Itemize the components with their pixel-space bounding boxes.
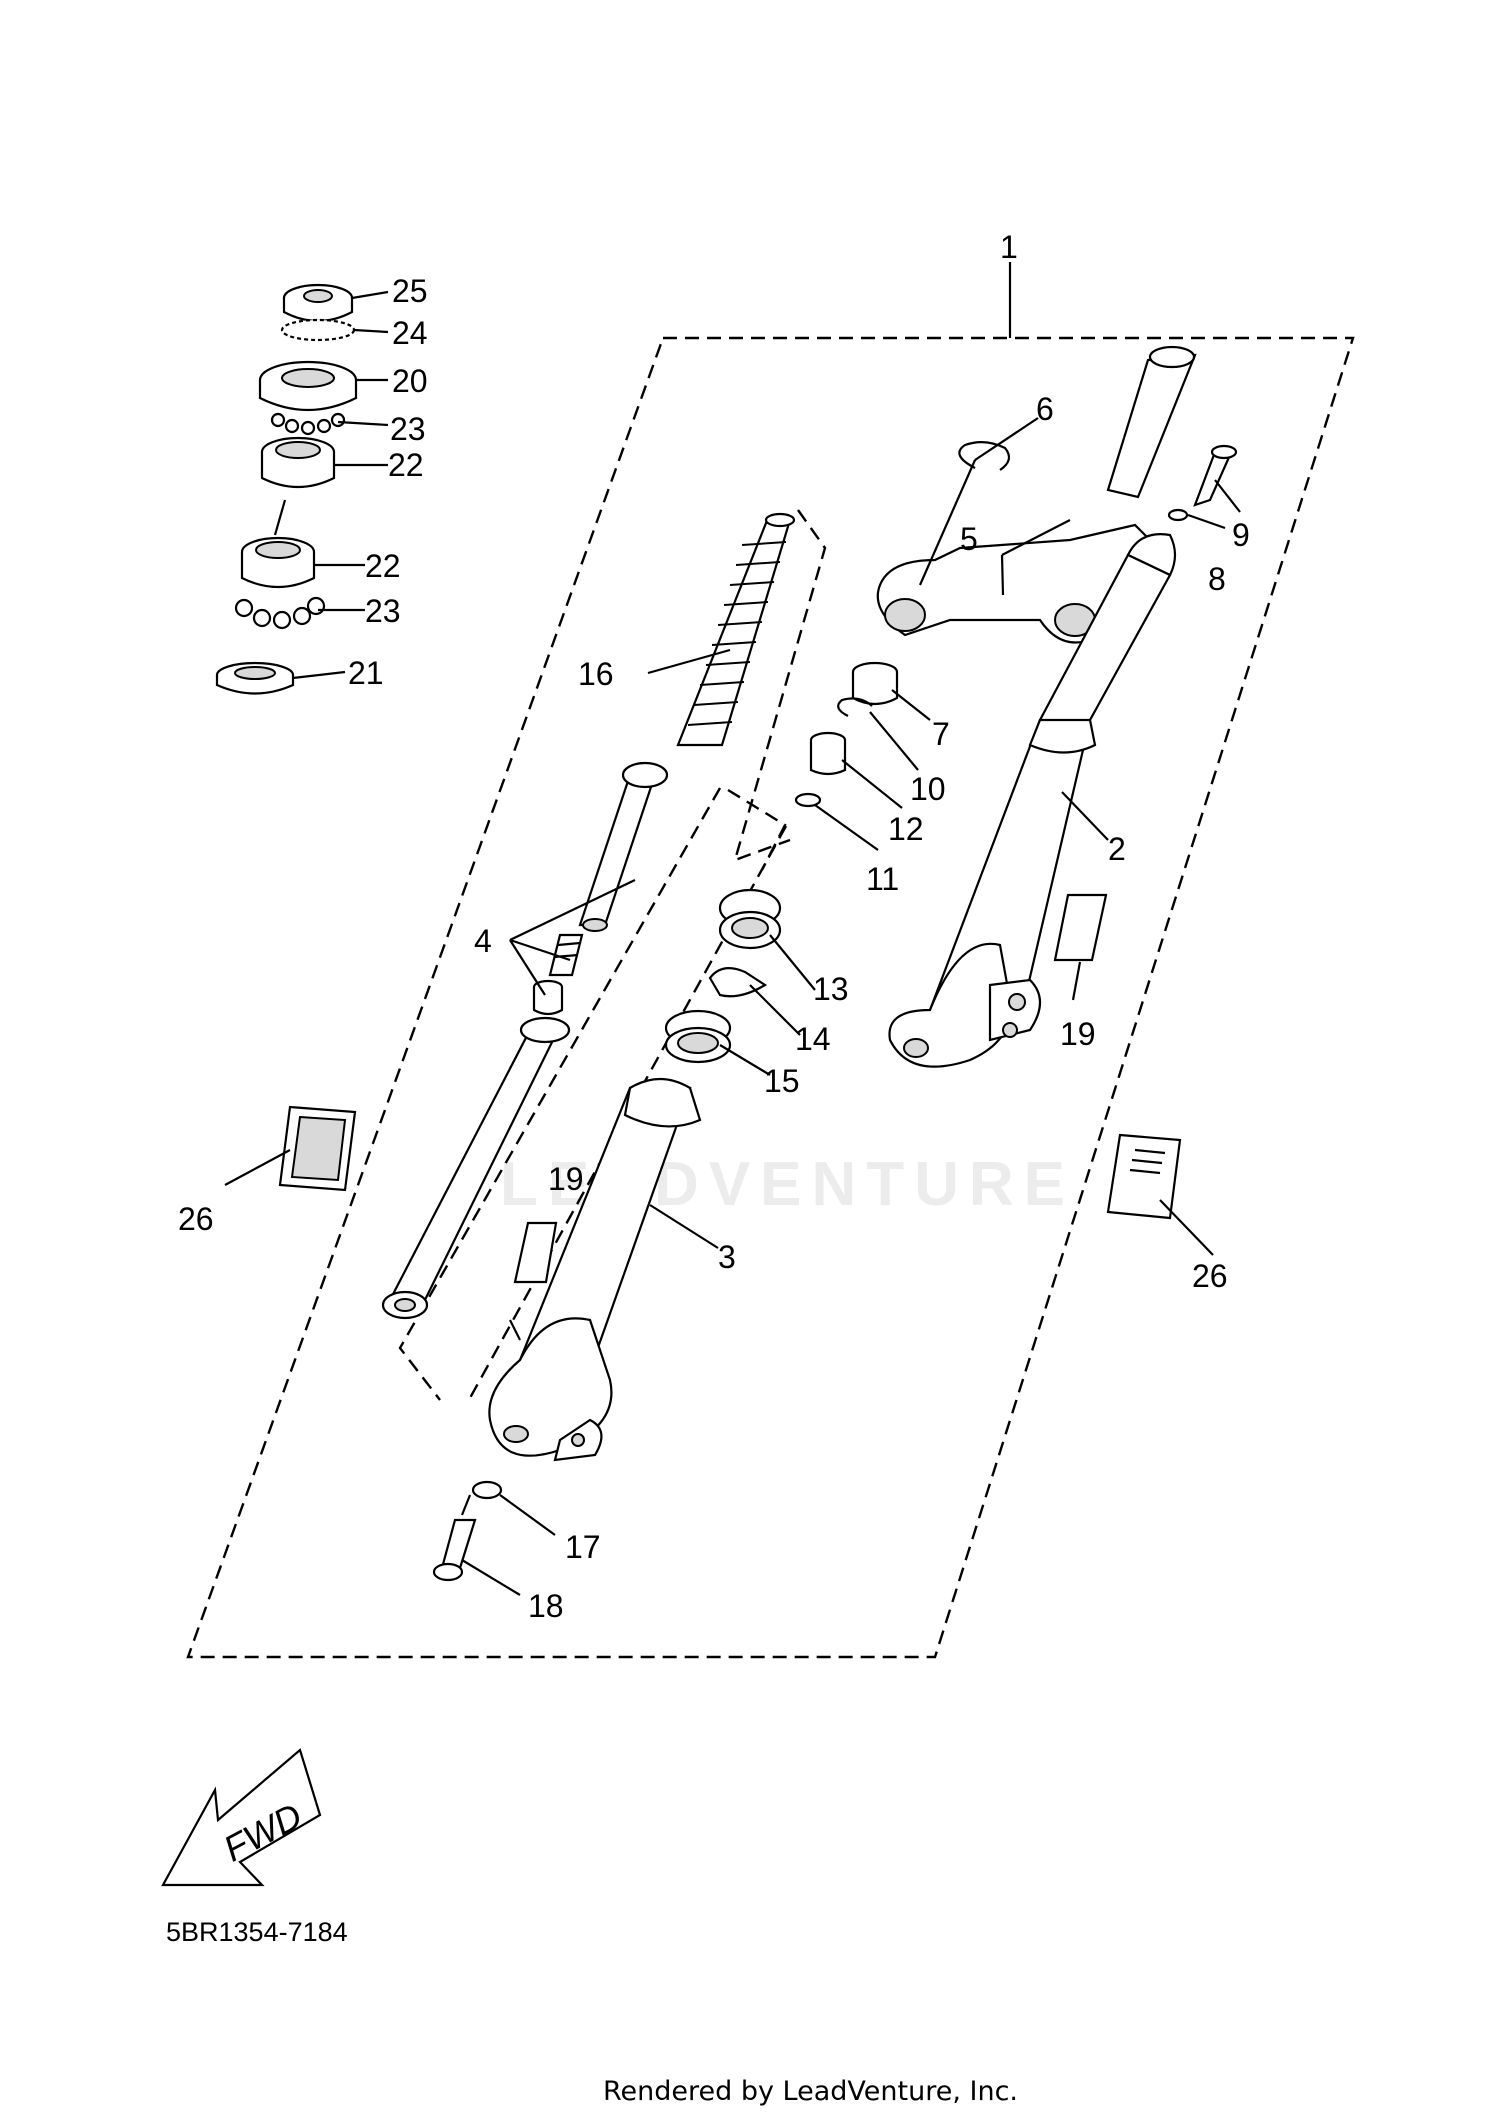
circlip-icon — [958, 441, 1011, 471]
cap-icon — [851, 661, 899, 706]
callout-19-left: 19 — [548, 1161, 584, 1197]
drain-bolt-icon — [432, 1494, 477, 1582]
rendered-by-footer: Rendered by LeadVenture, Inc. — [603, 2076, 1019, 2107]
callout-22-lower: 22 — [365, 548, 401, 584]
right-fork-assembly — [876, 345, 1238, 1068]
adjust-nut-icon — [258, 360, 358, 412]
callout-16: 16 — [578, 656, 614, 692]
callout-9: 9 — [1232, 517, 1250, 553]
dust-seal-fork-icon — [664, 1009, 732, 1064]
callout-5: 5 — [960, 521, 978, 557]
o-ring-icon — [794, 792, 822, 808]
callout-8: 8 — [1208, 561, 1226, 597]
callout-24: 24 — [392, 315, 428, 351]
callout-2: 2 — [1108, 831, 1126, 867]
lower-leg-right — [888, 942, 1012, 1068]
callout-23-top: 23 — [390, 411, 426, 447]
callout-26-right: 26 — [1192, 1258, 1228, 1294]
callout-19-right: 19 — [1060, 1016, 1096, 1052]
diagram-code: 5BR1354-7184 — [166, 1917, 348, 1947]
fork-spring-icon — [676, 512, 796, 747]
outer-tube-left — [488, 1078, 702, 1462]
assembly-boundary — [186, 336, 1355, 1659]
callout-4: 4 — [474, 923, 492, 959]
fwd-arrow-icon: FWD — [161, 1748, 322, 1887]
label-card-left-icon — [513, 1221, 558, 1284]
bolt-icon — [1167, 444, 1238, 522]
leader-lines — [224, 262, 1241, 1596]
callout-labels: 1 2 3 4 5 6 7 8 9 10 11 12 13 14 15 16 1… — [178, 229, 1250, 1624]
callout-21: 21 — [348, 655, 384, 691]
callout-11: 11 — [866, 861, 899, 897]
inner-tube-left — [381, 1016, 571, 1320]
callout-25: 25 — [392, 273, 428, 309]
callout-15: 15 — [764, 1063, 800, 1099]
steering-bearing-stack — [215, 283, 358, 695]
callout-22-top: 22 — [388, 447, 424, 483]
ball-bearing-lower-icon — [234, 596, 326, 630]
adjuster-icon — [809, 731, 847, 776]
lock-washer-icon — [280, 318, 356, 342]
damper-rod-icon — [578, 761, 669, 932]
callout-6: 6 — [1036, 391, 1054, 427]
ring-nut-icon — [282, 283, 354, 322]
washer-icon — [471, 1480, 503, 1500]
steering-stem — [1106, 353, 1197, 499]
callout-14: 14 — [795, 1021, 831, 1057]
callout-3: 3 — [718, 1239, 736, 1275]
callout-7: 7 — [932, 716, 950, 752]
callout-13: 13 — [813, 971, 849, 1007]
grease-pack-right-icon — [1106, 1133, 1182, 1220]
grease-pack-left-icon — [278, 1105, 357, 1192]
callout-23-lower: 23 — [365, 593, 401, 629]
label-card-icon — [1053, 893, 1108, 962]
bearing-cup-icon — [260, 436, 336, 488]
callout-10: 10 — [910, 771, 946, 807]
callout-20: 20 — [392, 363, 428, 399]
dust-seal-icon — [215, 661, 295, 695]
callout-12: 12 — [888, 811, 924, 847]
oil-seal-icon — [718, 888, 782, 950]
circlip-small-icon — [837, 697, 873, 717]
bearing-cup-lower-icon — [240, 536, 316, 588]
callout-17: 17 — [565, 1529, 601, 1565]
callout-26-left: 26 — [178, 1201, 214, 1237]
ball-bearing-icon — [270, 412, 346, 436]
clip-icon — [708, 967, 768, 998]
callout-18: 18 — [528, 1588, 564, 1624]
callout-1: 1 — [1000, 229, 1018, 265]
